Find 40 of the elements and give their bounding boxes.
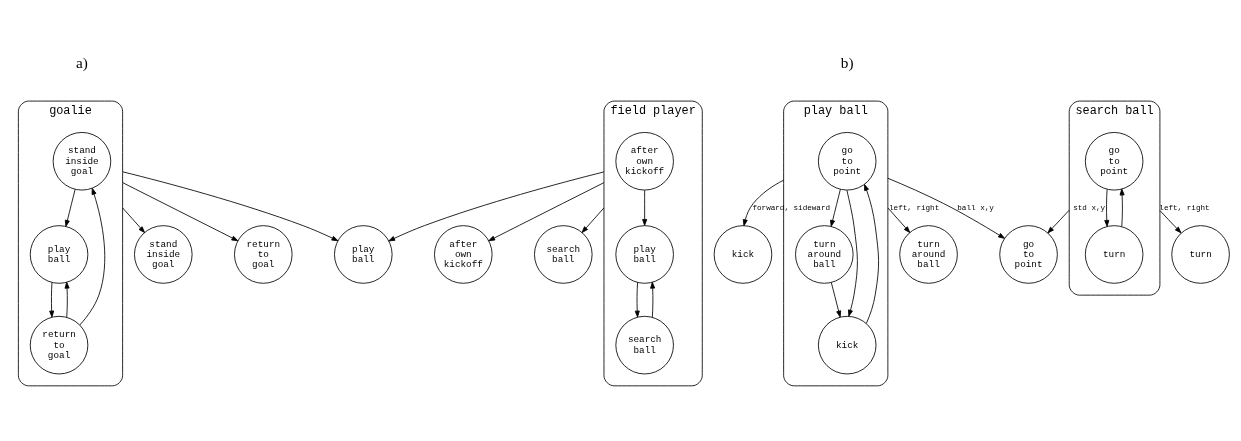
arrow (122, 170, 339, 241)
arrow (79, 187, 106, 325)
label: a) (76, 53, 88, 71)
arrow (122, 181, 239, 241)
node-circle: kick (817, 315, 877, 374)
node-circle: return to goal (29, 315, 89, 374)
arrow (887, 206, 911, 233)
arrow (830, 281, 842, 317)
node-circle: turn around ball (795, 224, 854, 284)
arrow (742, 179, 785, 226)
node-circle: after own kickoff (615, 131, 674, 190)
label: b) (840, 53, 854, 71)
arrow (1119, 188, 1125, 227)
node-circle: search ball (615, 315, 674, 374)
node-circle: stand inside goal (52, 131, 112, 190)
arrow (864, 183, 879, 324)
node-circle: kick (713, 224, 773, 284)
node-circle: play ball (615, 224, 674, 284)
arrow (388, 170, 605, 241)
arrow (49, 281, 55, 317)
arrow (488, 181, 605, 241)
node-circle: play ball (334, 224, 393, 284)
arrow (1047, 209, 1070, 233)
node-circle: after own kickoff (434, 224, 493, 284)
node-circle: play ball (29, 224, 89, 284)
arrow (887, 177, 1005, 239)
arrow (642, 189, 648, 226)
arrow (846, 189, 858, 317)
node-circle: go to point (1084, 131, 1144, 190)
arrow (122, 206, 145, 233)
node-circle: return to goal (234, 224, 293, 284)
arrow (650, 281, 656, 318)
arrow (634, 281, 640, 317)
arrow (64, 281, 70, 318)
arrow (830, 188, 841, 227)
arrow (1104, 188, 1110, 227)
arrow (64, 188, 76, 227)
node-circle: turn (1084, 224, 1144, 284)
arrow (581, 206, 605, 233)
arrow (1159, 209, 1182, 233)
